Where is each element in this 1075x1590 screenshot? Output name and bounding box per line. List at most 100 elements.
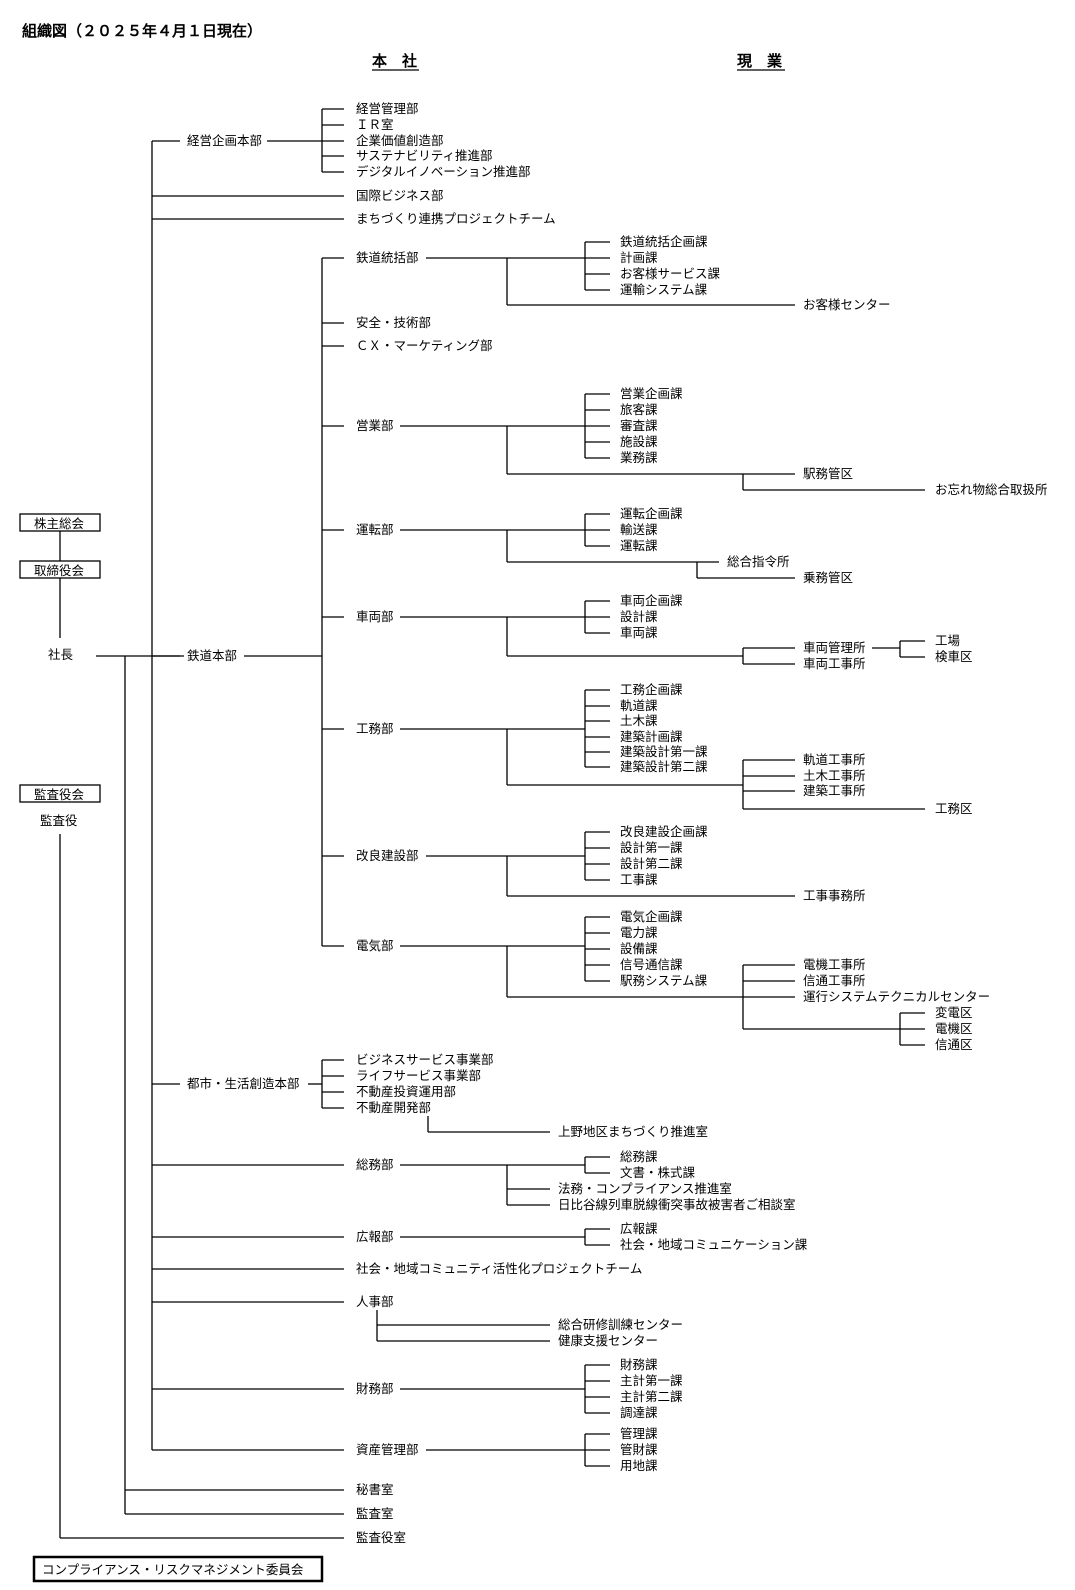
procurement-section: 調達課 bbox=[620, 1405, 658, 1420]
land-section: 用地課 bbox=[620, 1458, 658, 1473]
power-section: 電力課 bbox=[620, 925, 658, 940]
audit-section: 審査課 bbox=[620, 418, 658, 433]
planning-section: 計画課 bbox=[620, 250, 658, 265]
digital-innovation-dept: デジタルイノベーション推進部 bbox=[356, 164, 531, 179]
corporate-planning-hq: 経営企画本部 bbox=[187, 133, 262, 148]
chart-title: 組織図（２０２５年４月１日現在） bbox=[22, 22, 262, 40]
customer-center: お客様センター bbox=[803, 297, 891, 312]
community-communication-section: 社会・地域コミュニケーション課 bbox=[620, 1237, 808, 1252]
station-system-section: 駅務システム課 bbox=[620, 973, 708, 988]
compliance-committee: コンプライアンス・リスクマネジメント委員会 bbox=[42, 1562, 304, 1577]
audit-board: 監査役会 bbox=[34, 787, 85, 802]
railway-general-dept: 鉄道統括部 bbox=[356, 250, 419, 265]
rolling-stock-dept: 車両部 bbox=[356, 609, 394, 624]
operation-system-tech-center: 運行システムテクニカルセンター bbox=[803, 989, 990, 1004]
improvement-construction-dept: 改良建設部 bbox=[356, 848, 419, 863]
health-support-center: 健康支援センター bbox=[558, 1333, 658, 1348]
railway-planning-section: 鉄道統括企画課 bbox=[620, 234, 708, 249]
hibiya-accident-victims-office: 日比谷線列車脱線衝突事故被害者ご相談室 bbox=[558, 1197, 796, 1212]
rolling-stock-planning-section: 車両企画課 bbox=[620, 593, 683, 608]
accounting-2-section: 主計第二課 bbox=[620, 1389, 683, 1404]
signal-comm-district: 信通区 bbox=[935, 1037, 973, 1052]
documents-stock-section: 文書・株式課 bbox=[620, 1165, 696, 1180]
track-works-dept: 工務部 bbox=[356, 721, 394, 736]
sustainability-dept: サステナビリティ推進部 bbox=[356, 148, 493, 163]
building-design-1-section: 建築設計第一課 bbox=[620, 744, 708, 759]
community-revitalization-pt: 社会・地域コミュニティ活性化プロジェクトチーム bbox=[356, 1261, 642, 1276]
customer-service-section: お客様サービス課 bbox=[620, 266, 721, 281]
life-service-div: ライフサービス事業部 bbox=[356, 1068, 481, 1083]
president: 社長 bbox=[48, 647, 74, 662]
training-center: 総合研修訓練センター bbox=[558, 1317, 683, 1332]
ir-office: ＩＲ室 bbox=[356, 117, 394, 132]
general-control-center: 総合指令所 bbox=[727, 554, 790, 569]
track-works-office: 軌道工事所 bbox=[803, 752, 866, 767]
design-2-section: 設計第二課 bbox=[620, 856, 683, 871]
human-resources-dept: 人事部 bbox=[356, 1294, 394, 1309]
real-estate-development-dept: 不動産開発部 bbox=[356, 1100, 431, 1115]
track-section: 軌道課 bbox=[620, 698, 658, 713]
heading-honsha: 本 社 bbox=[372, 52, 417, 70]
station-district: 駅務管区 bbox=[803, 466, 853, 481]
secretariat: 秘書室 bbox=[356, 1482, 394, 1497]
management-section: 管理課 bbox=[620, 1426, 658, 1441]
property-section: 管財課 bbox=[620, 1442, 658, 1457]
finance-dept: 財務部 bbox=[356, 1381, 394, 1396]
electric-machine-district: 電機区 bbox=[935, 1021, 973, 1036]
construction-office: 工事事務所 bbox=[803, 888, 866, 903]
shareholders-meeting: 株主総会 bbox=[34, 516, 85, 531]
management-dept: 経営管理部 bbox=[356, 101, 419, 116]
audit-office: 監査室 bbox=[356, 1506, 394, 1521]
building-design-2-section: 建築設計第二課 bbox=[620, 759, 708, 774]
design-section: 設計課 bbox=[620, 609, 658, 624]
accounting-1-section: 主計第一課 bbox=[620, 1373, 683, 1388]
transport-system-section: 運輸システム課 bbox=[620, 282, 708, 297]
electrical-planning-section: 電気企画課 bbox=[620, 909, 683, 924]
auditor: 監査役 bbox=[40, 813, 78, 828]
cx-marketing-dept: ＣＸ・マーケティング部 bbox=[356, 338, 493, 353]
sales-planning-section: 営業企画課 bbox=[620, 386, 683, 401]
building-works-office: 建築工事所 bbox=[803, 783, 866, 798]
lost-and-found-center: お忘れ物総合取扱所 bbox=[935, 482, 1048, 497]
rolling-stock-works-office: 車両工事所 bbox=[803, 656, 866, 671]
driving-section: 運転課 bbox=[620, 538, 658, 553]
urban-life-hq: 都市・生活創造本部 bbox=[187, 1076, 300, 1091]
finance-section: 財務課 bbox=[620, 1357, 658, 1372]
rolling-stock-management-office: 車両管理所 bbox=[803, 640, 866, 655]
railway-hq: 鉄道本部 bbox=[187, 648, 237, 663]
track-planning-section: 工務企画課 bbox=[620, 682, 683, 697]
crew-district: 乗務管区 bbox=[803, 570, 853, 585]
general-affairs-dept: 総務部 bbox=[356, 1157, 394, 1172]
sales-dept: 営業部 bbox=[356, 418, 394, 433]
factory: 工場 bbox=[935, 633, 960, 648]
safety-technology-dept: 安全・技術部 bbox=[356, 315, 431, 330]
heading-gengyo: 現 業 bbox=[737, 52, 783, 70]
public-relations-dept: 広報部 bbox=[356, 1229, 394, 1244]
inspection-depot: 検車区 bbox=[935, 649, 973, 664]
ueno-town-development-office: 上野地区まちづくり推進室 bbox=[558, 1124, 708, 1139]
pr-section: 広報課 bbox=[620, 1221, 658, 1236]
facilities-section: 施設課 bbox=[620, 434, 658, 449]
track-maintenance-district: 工務区 bbox=[935, 801, 973, 816]
electric-machine-works-office: 電機工事所 bbox=[803, 957, 866, 972]
general-affairs-section: 総務課 bbox=[620, 1149, 658, 1164]
signal-comm-works-office: 信通工事所 bbox=[803, 973, 866, 988]
corporate-value-dept: 企業価値創造部 bbox=[356, 133, 444, 148]
business-service-div: ビジネスサービス事業部 bbox=[356, 1052, 494, 1067]
international-business-dept: 国際ビジネス部 bbox=[356, 188, 444, 203]
improvement-planning-section: 改良建設企画課 bbox=[620, 824, 708, 839]
construction-section: 工事課 bbox=[620, 872, 658, 887]
electrical-dept: 電気部 bbox=[356, 938, 394, 953]
equipment-section: 設備課 bbox=[620, 941, 658, 956]
board-of-directors: 取締役会 bbox=[34, 563, 85, 578]
transport-section: 輸送課 bbox=[620, 522, 658, 537]
operations-dept: 運転部 bbox=[356, 522, 394, 537]
auditor-office: 監査役室 bbox=[356, 1530, 406, 1545]
operations-section: 業務課 bbox=[620, 450, 658, 465]
legal-compliance-office: 法務・コンプライアンス推進室 bbox=[558, 1181, 732, 1196]
real-estate-investment-dept: 不動産投資運用部 bbox=[356, 1084, 456, 1099]
asset-management-dept: 資産管理部 bbox=[356, 1442, 419, 1457]
substation-district: 変電区 bbox=[935, 1005, 973, 1020]
rolling-stock-section: 車両課 bbox=[620, 625, 658, 640]
